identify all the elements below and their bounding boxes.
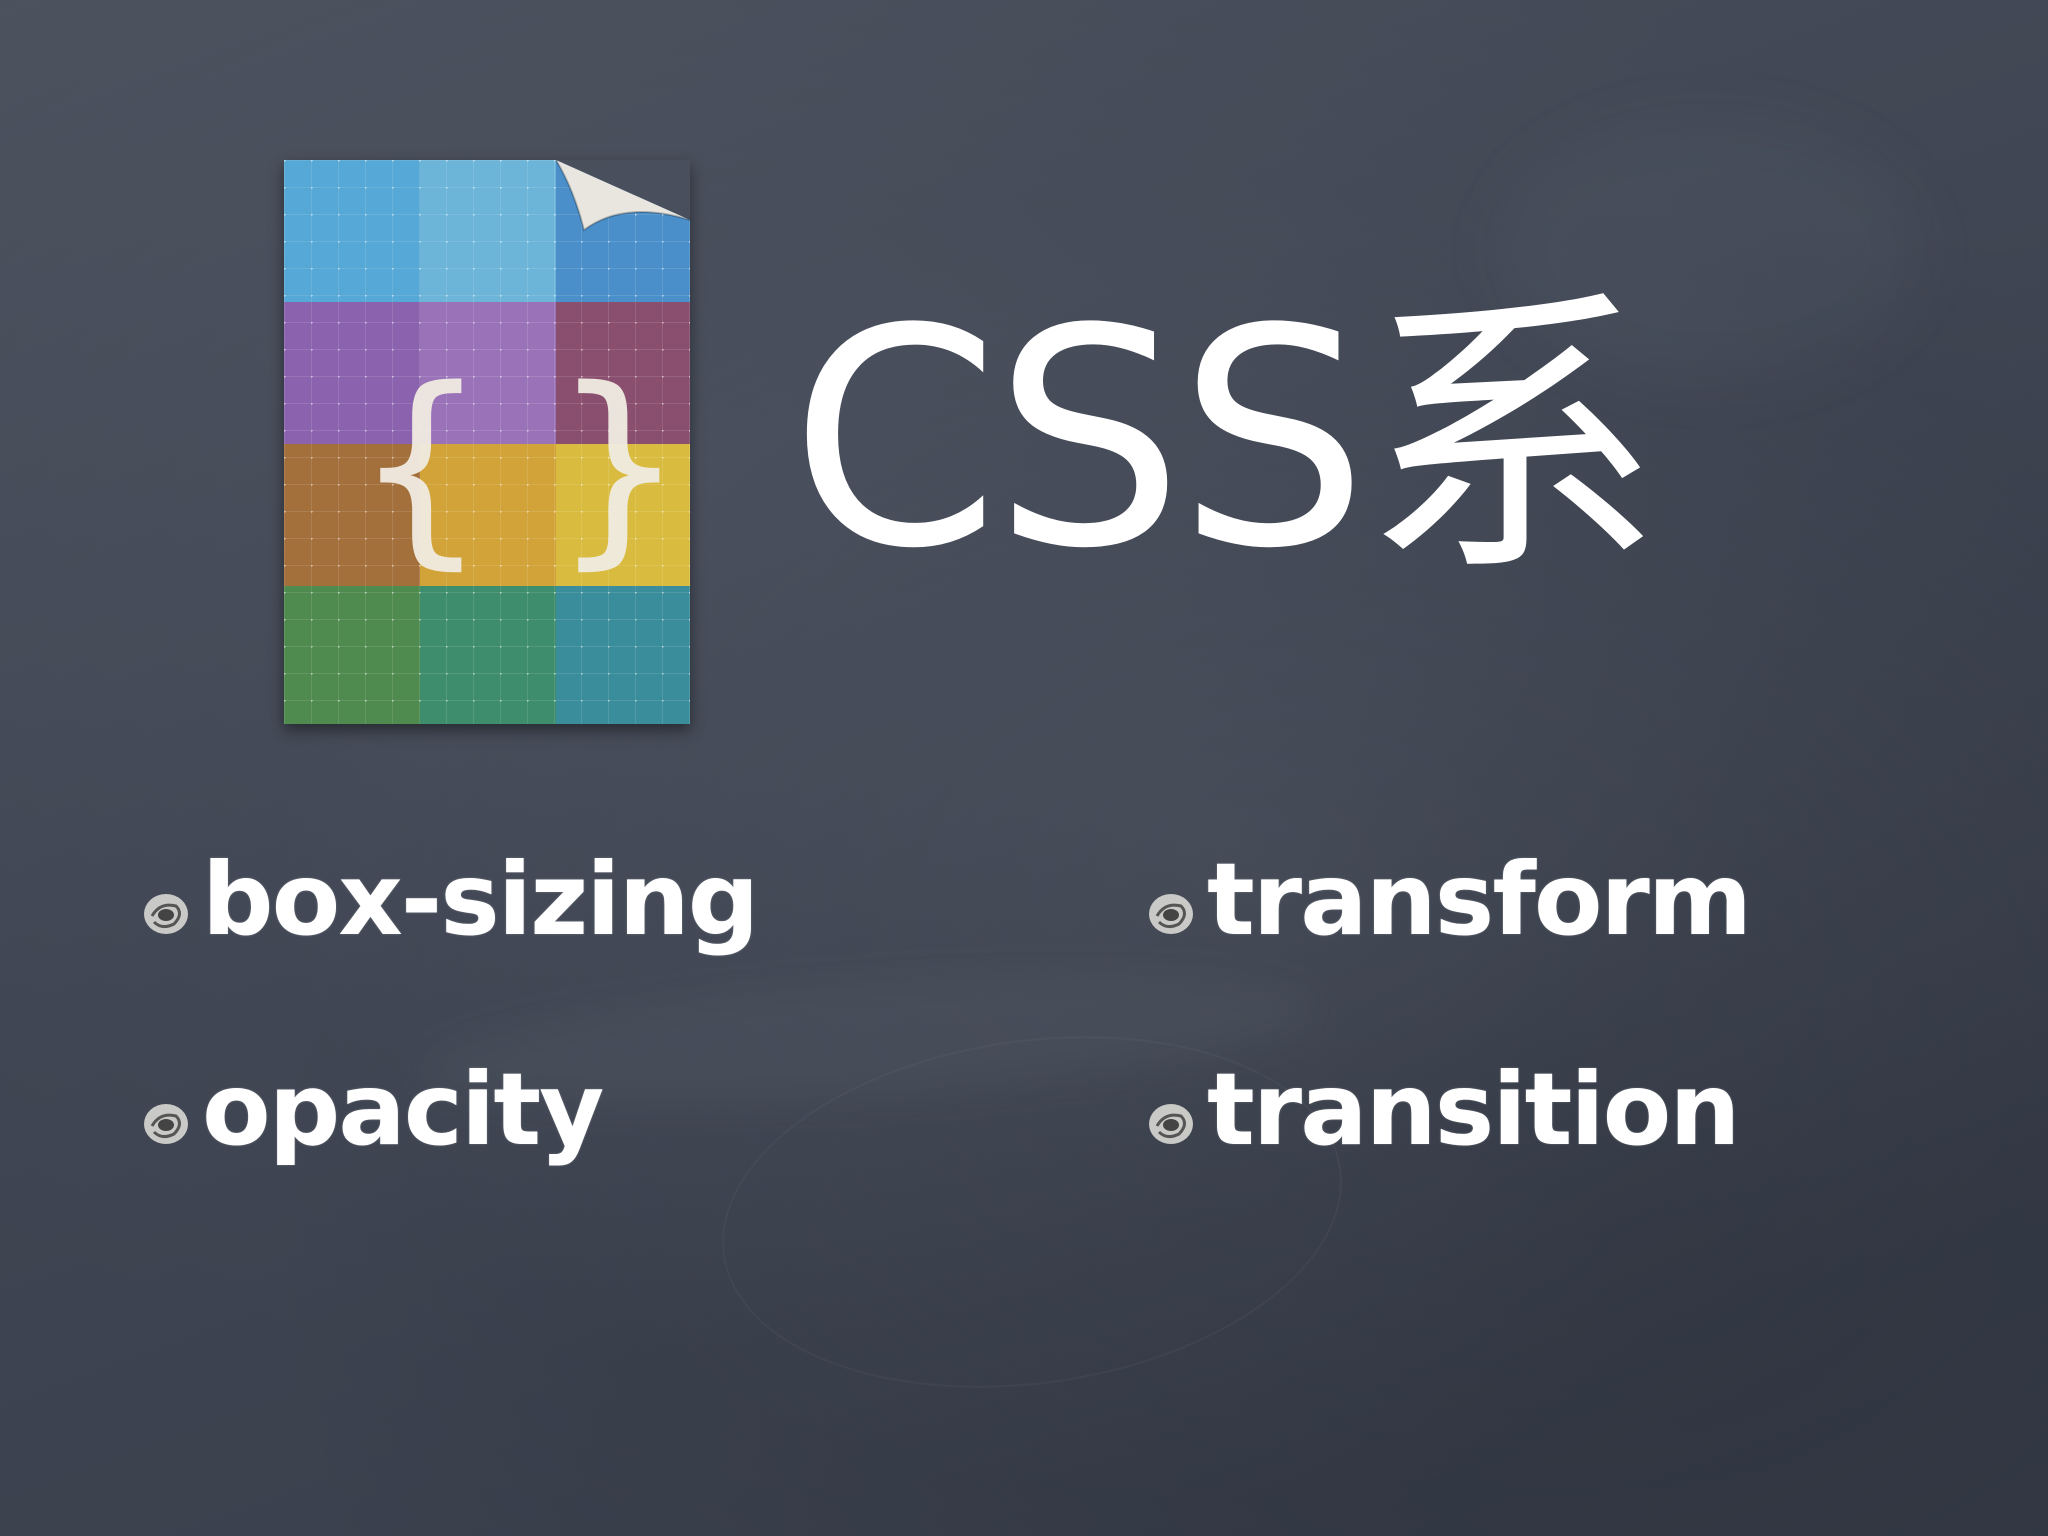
slide-title: CSS系: [790, 265, 1662, 614]
chalk-bullet-icon: [144, 894, 188, 934]
list-item: box-sizing: [140, 840, 759, 960]
chalk-bullet-icon: [144, 1104, 188, 1144]
bullet-label: transform: [1207, 841, 1752, 958]
list-item: opacity: [140, 1050, 757, 1170]
chalk-bullet-icon: [1149, 1104, 1193, 1144]
list-item: transition: [1145, 1050, 1750, 1170]
bullet-label: opacity: [202, 1051, 604, 1168]
close-brace-glyph: }: [552, 343, 686, 588]
bullet-label: transition: [1207, 1051, 1741, 1168]
bullet-list-left: box-sizing opacity: [140, 840, 759, 1260]
bullet-label: box-sizing: [202, 841, 759, 958]
chalk-bullet-icon: [1149, 894, 1193, 934]
open-brace-glyph: {: [354, 343, 488, 588]
bullet-list-right: transform transition: [1145, 840, 1752, 1260]
list-item: transform: [1145, 840, 1752, 960]
css-file-icon: { }: [284, 160, 690, 724]
